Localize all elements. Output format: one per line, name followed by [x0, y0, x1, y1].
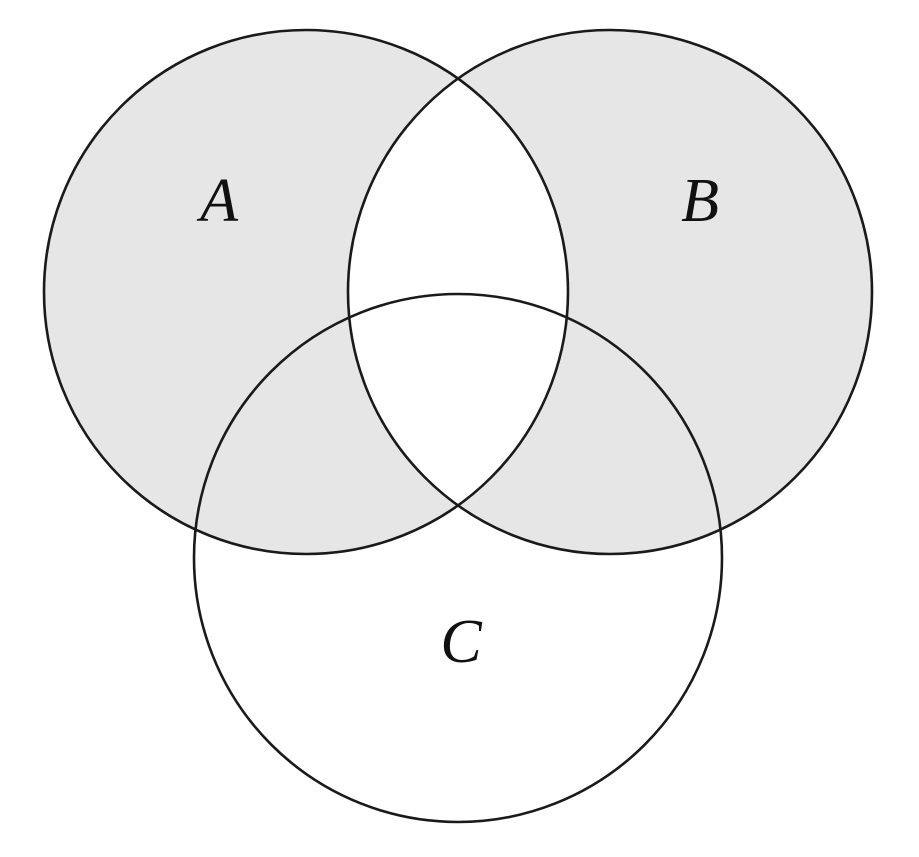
set-a-circle[interactable] [42, 28, 570, 556]
circle-outline-group [42, 28, 874, 824]
set-b-label: B [681, 167, 719, 235]
shaded-region-group [44, 30, 872, 554]
set-c-label: C [440, 608, 482, 676]
set-b-circle[interactable] [346, 28, 874, 556]
set-label-group: A B C [196, 167, 719, 676]
set-c-circle[interactable] [192, 292, 724, 824]
region-b-minus-a-shading [348, 30, 872, 554]
set-a-label: A [196, 167, 239, 235]
